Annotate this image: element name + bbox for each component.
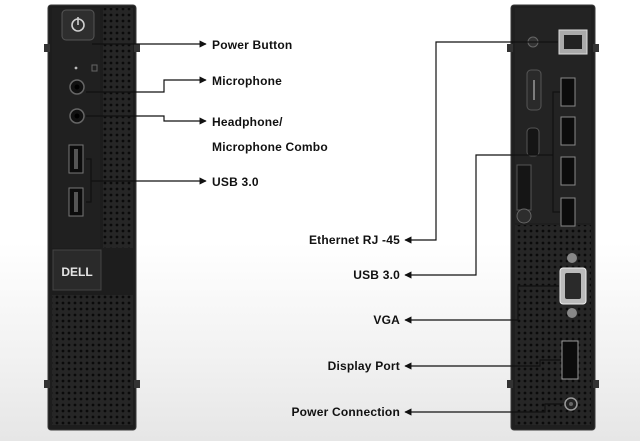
microphone-callout — [86, 76, 207, 93]
dell-logo-badge — [52, 249, 102, 291]
dell-logo: DELL — [61, 265, 92, 279]
label-ethernet: Ethernet RJ -45 — [308, 233, 400, 247]
label-display-port: Display Port — [327, 359, 400, 373]
rear-usb-port-2 — [560, 116, 576, 146]
rear-vent — [515, 225, 591, 425]
ethernet-callout — [404, 41, 558, 244]
label-headphone-line2: Microphone Combo — [212, 140, 328, 154]
rear-usb-port-4 — [560, 197, 576, 227]
label-microphone: Microphone — [212, 74, 282, 88]
display-port-callout — [404, 359, 561, 370]
label-vga: VGA — [373, 313, 400, 327]
power-connection-callout — [404, 403, 564, 416]
headphone-callout — [86, 115, 207, 125]
label-rear-usb: USB 3.0 — [353, 268, 400, 282]
front-vent-right — [103, 8, 133, 248]
label-power-button: Power Button — [212, 38, 293, 52]
label-front-usb: USB 3.0 — [212, 175, 259, 189]
display-port — [561, 340, 579, 380]
rear-usb-callout — [404, 154, 553, 279]
rear-usb-port-1 — [560, 77, 576, 107]
front-view: DELL — [44, 4, 140, 431]
front-vent-bottom — [52, 295, 133, 425]
label-headphone-line1: Headphone/ — [212, 115, 283, 129]
rear-view — [507, 4, 599, 431]
rear-usb-port-3 — [560, 156, 576, 186]
vga-callout — [404, 285, 559, 324]
label-power-connection: Power Connection — [291, 405, 400, 419]
rear-usb-bracket — [552, 91, 560, 213]
callout-lines — [86, 40, 564, 416]
